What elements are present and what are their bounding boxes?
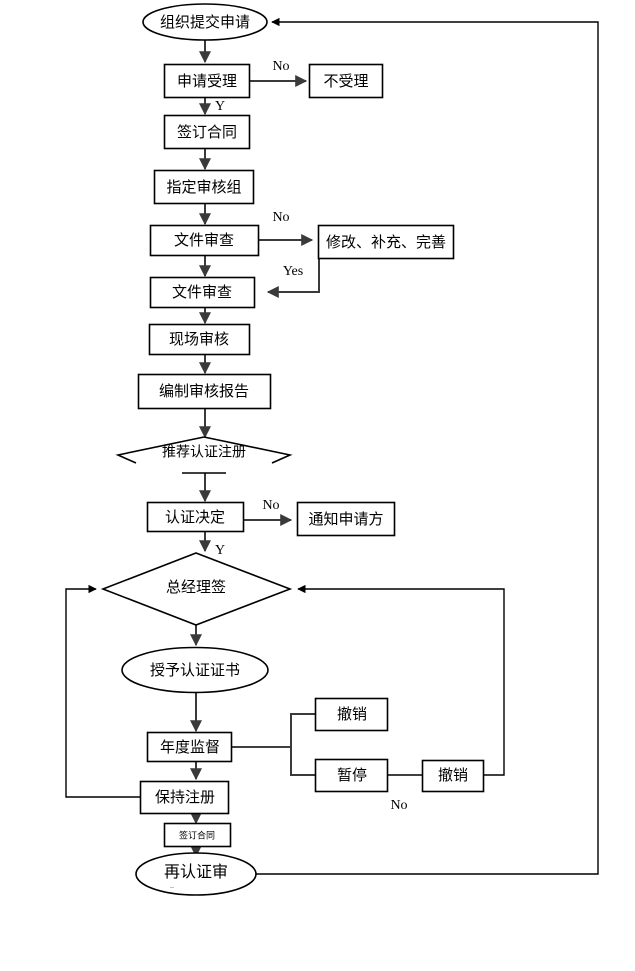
node-onsite-audit[interactable]: 现场审核 (148, 323, 251, 356)
node-suspend[interactable]: 暂停 (314, 758, 389, 793)
node-label: 编制审核报告 (159, 383, 249, 400)
node-prepare-audit-report[interactable]: 编制审核报告 (137, 373, 272, 410)
node-submit-application[interactable]: 组织提交申请 (142, 3, 268, 41)
node-label: 授予认证证书 (150, 662, 240, 679)
node-label: 总经理签 (166, 579, 226, 596)
node-application-accepted[interactable]: 申请受理 (163, 63, 251, 99)
node-revoke-1[interactable]: 撤销 (314, 697, 389, 732)
edge-label-y-1: Y (215, 99, 225, 114)
node-annual-surveillance[interactable]: 年度监督 (146, 731, 233, 763)
node-certification-decision[interactable]: 认证决定 (146, 501, 245, 533)
edge-label-no-4: No (390, 798, 407, 813)
node-label: 撤销 (438, 767, 468, 784)
node-notify-applicant[interactable]: 通知申请方 (296, 501, 396, 537)
node-label: 签订合同 (179, 829, 215, 840)
node-grant-certificate[interactable]: 授予认证证书 (121, 646, 269, 694)
edge-label-y-2: Y (215, 543, 225, 558)
node-label: 撤销 (337, 706, 367, 723)
node-label: 暂停 (337, 767, 367, 784)
node-assign-audit-team[interactable]: 指定审核组 (153, 169, 255, 205)
node-label: 文件审查 (174, 232, 234, 249)
edge-label-no-2: No (272, 210, 289, 225)
node-revoke-2[interactable]: 撤销 (421, 759, 485, 793)
edge-revise-to-docreview2 (266, 259, 320, 298)
node-label: 不受理 (323, 73, 368, 90)
edge-maintain-to-gmsign (65, 584, 141, 798)
node-label: 年度监督 (160, 739, 220, 756)
node-label: 修改、补充、完善 (326, 234, 446, 251)
node-label: 申请受理 (177, 73, 237, 90)
node-label: 推荐认证注册 (162, 444, 246, 460)
node-label: 组织提交申请 (160, 13, 250, 31)
node-maintain-registration[interactable]: 保持注册 (139, 780, 230, 815)
node-label: 签订合同 (177, 124, 237, 141)
node-label: 再认证审 (164, 863, 228, 881)
node-label: 通知申请方 (308, 511, 383, 528)
edge-revoke2-to-gmsign (297, 584, 505, 776)
node-recertification-audit[interactable]: 再认证审 .. (135, 852, 257, 896)
node-label: 指定审核组 (166, 179, 241, 196)
node-label: 保持注册 (155, 789, 215, 806)
edge-label-layer: No Y No Yes No Y No (215, 59, 408, 813)
node-sign-contract-2[interactable]: 签订合同 (163, 822, 232, 848)
edge-label-yes: Yes (283, 264, 303, 279)
node-document-review-2[interactable]: 文件审查 (149, 276, 256, 309)
edge-label-no-1: No (272, 59, 289, 74)
node-label: 文件审查 (172, 284, 232, 301)
edge-label-no-3: No (262, 498, 279, 513)
node-document-review-1[interactable]: 文件审查 (149, 224, 260, 257)
node-sublabel-mark: .. (170, 883, 174, 890)
node-not-accepted[interactable]: 不受理 (308, 63, 384, 99)
edge-recert-to-start (256, 17, 599, 875)
node-label: 认证决定 (165, 509, 225, 526)
node-gm-signature[interactable]: 总经理签 (100, 552, 293, 626)
node-recommend-registration[interactable]: 推荐认证注册 (115, 436, 293, 474)
node-sign-contract[interactable]: 签订合同 (163, 114, 251, 150)
node-revise-supplement-improve[interactable]: 修改、补充、完善 (317, 224, 455, 260)
connector-layer (65, 17, 599, 875)
node-label: 现场审核 (169, 331, 229, 348)
